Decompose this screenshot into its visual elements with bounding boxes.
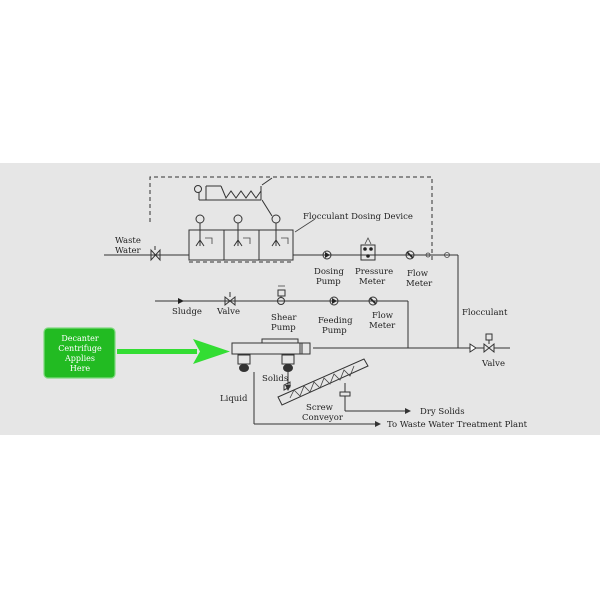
- diagram-panel: [0, 163, 600, 435]
- sludge-valve: [224, 292, 236, 307]
- pressure-meter-label: Pressure: [355, 267, 393, 277]
- junction-node: [444, 252, 450, 258]
- feeding-pump-symbol: [329, 296, 339, 306]
- feeding-pump-label: Pump: [322, 326, 347, 336]
- callout-arrow: [117, 339, 230, 364]
- waste-water-label: Water: [115, 246, 142, 256]
- feeding-pump-label: Feeding: [318, 316, 353, 326]
- dosing-device-leader: [294, 218, 316, 233]
- dosing-pump-label: Pump: [316, 277, 341, 287]
- sludge-inlet-arrow: [178, 298, 184, 304]
- decanter-callout-text: Centrifuge: [58, 344, 102, 353]
- feed-arrow: [469, 343, 477, 353]
- outlet-valve-label: Valve: [481, 359, 505, 369]
- solids-label: Solids: [262, 374, 288, 384]
- flow-meter-top-symbol: [405, 250, 415, 260]
- flow-meter-mid-label: Flow: [372, 311, 394, 321]
- agitator-tank: [194, 177, 273, 217]
- screw-conveyor: [277, 358, 369, 411]
- sludge-label: Sludge: [172, 307, 202, 317]
- liquid-label: Liquid: [220, 394, 248, 404]
- waste-water-label: Waste: [115, 236, 141, 246]
- shear-pump-label: Shear: [271, 313, 297, 323]
- decanter-callout-box: [43, 327, 116, 379]
- flocculant-label: Flocculant: [462, 308, 508, 318]
- decanter-centrifuge: [231, 338, 311, 372]
- flow-meter-top-label: Meter: [406, 279, 433, 289]
- pressure-meter-symbol: [360, 237, 376, 261]
- pressure-meter-label: Meter: [359, 277, 386, 287]
- decanter-callout-text: Decanter: [61, 334, 99, 343]
- flow-meter-mid-symbol: [368, 296, 378, 306]
- screw-conveyor-label: Screw: [306, 403, 334, 413]
- flocculant-dosing-device-label: Flocculant Dosing Device: [303, 212, 413, 222]
- dosing-pump-symbol: [322, 250, 332, 260]
- decanter-callout-text: Here: [70, 364, 91, 373]
- dosing-device-enclosure: [149, 176, 433, 262]
- dry-solids-label: Dry Solids: [420, 407, 465, 417]
- flow-meter-mid-label: Meter: [369, 321, 396, 331]
- dosing-tanks: [188, 214, 294, 263]
- sludge-valve-label: Valve: [216, 307, 240, 317]
- waste-water-plant-label: To Waste Water Treatment Plant: [387, 420, 528, 430]
- shear-pump-label: Pump: [271, 323, 296, 333]
- flow-meter-top-label: Flow: [407, 269, 429, 279]
- junction-node: [425, 252, 431, 258]
- screw-conveyor-label: Conveyor: [302, 413, 344, 423]
- outlet-valve: [476, 333, 510, 354]
- shear-pump-symbol: [277, 285, 286, 305]
- decanter-callout-text: Applies: [64, 354, 95, 363]
- waste-water-valve: [150, 246, 161, 262]
- dosing-pump-label: Dosing: [314, 267, 344, 277]
